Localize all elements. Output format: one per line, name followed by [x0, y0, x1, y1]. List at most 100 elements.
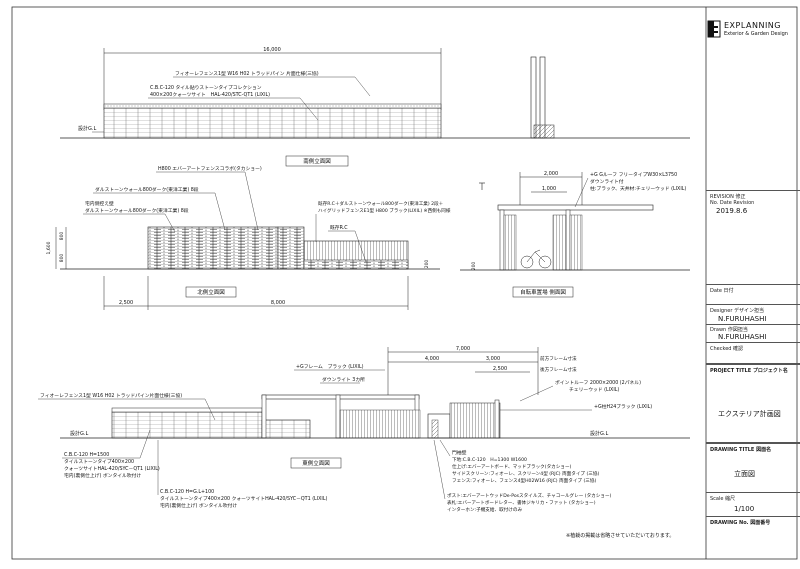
checked-label: Checked 確認 [710, 346, 744, 352]
scale-label: Scale 縮尺 [710, 496, 736, 502]
drawing-number-block: DRAWING No. 図面番号 [706, 516, 800, 559]
east-note-point-2: チェリーウッド (LIXIL) [569, 386, 619, 393]
east-note-cbc1-a: C.B.C-120 H=1500 [64, 452, 109, 458]
designer-block: Designer デザイン担当 N.FURUHASHI [706, 304, 800, 325]
east-mon-3: 仕上げ:エバーアートボード、マッドブラック(タカショー) [452, 463, 572, 470]
east-note-front: 前方フレーム寸法 [540, 355, 577, 362]
east-mon-4: サイドスクリーン:フィオーレ、スクリーン4型 (RJC) 両面タイプ (三協) [452, 470, 599, 477]
checked-block: Checked 確認 [706, 342, 800, 363]
project-label: PROJECT TITLE プロジェクト名 [710, 368, 788, 374]
south-note-cbc-2: 400×200クォーツサイト HAL-420/STC-QT1 (LIXIL) [150, 92, 270, 98]
east-post-2: 表札:エバーアートボードレター、書体ジキリカ・ファット (タカショー) [447, 499, 596, 506]
north-dim-h-total: 1,600 [46, 241, 52, 254]
south-gl: 設計G.L [78, 125, 96, 132]
drawing-title-block: DRAWING TITLE 図面名 立面図 [706, 442, 800, 494]
date-label: Date 日付 [710, 288, 734, 294]
east-gl-right: 設計G.L [590, 430, 608, 437]
bike-wheel-front [520, 255, 534, 269]
east-mon-1: 門袖壁 [452, 449, 467, 456]
north-wall-left [147, 226, 279, 270]
revision-sub-label: No. Date Revision [710, 200, 755, 206]
south-note-cbc-1: C.B.C-120 タイル貼りストーンタイプコレクション [150, 84, 262, 91]
east-wall-left [111, 411, 263, 439]
bike-shed-side-view: 2,000 1,000 200 +G Gルーフ フリータイプW30×L3750 … [460, 171, 690, 298]
north-dim-h-upper: 800 [59, 232, 65, 241]
east-note-cbc2-b: タイルストーンタイプ400×200 クォーツサイトHAL-420/SYC－QT1… [160, 495, 328, 502]
revision-label: REVISION 修正 [710, 194, 746, 200]
east-note-back: 後方フレーム寸法 [540, 366, 577, 373]
east-post-3: インターホン:子機支給、取付けのみ [447, 506, 522, 513]
bike-dim-1: 2,000 [544, 171, 558, 177]
drawing-title-label: DRAWING TITLE 図面名 [710, 447, 772, 453]
bike-note-2: ダウンライト付 [590, 178, 624, 185]
drawn-label: Drawn 作図担当 [710, 327, 748, 333]
bike-dim-2: 1,000 [542, 186, 556, 192]
revision-block: REVISION 修正 No. Date Revision 2019.8.6 [706, 190, 800, 276]
project-block: PROJECT TITLE プロジェクト名 エクステリア計画図 [706, 363, 800, 437]
north-note-3b: ダルストーンウォール800ダーク(東洋工業) 8段 [85, 207, 189, 214]
east-note-fence: フィオーレフェンス1型 W16 H02 トラッドパイン片面仕様(三協) [40, 392, 182, 399]
south-wall [103, 107, 442, 139]
east-elevation: 設計G.L 設計G.L 7,000 4,000 3,000 2,500 前方フレ… [38, 346, 690, 539]
north-note-4b: ハイグリッドフェンスE1型 H800 ブラック(LIXIL) ※西側も同様 [318, 207, 451, 214]
north-dim-right: 8,000 [271, 300, 285, 306]
south-elevation: 16,000 設計G.L フィオーレフェンス1型 W16 H02 トラッドパイン… [60, 47, 690, 167]
east-screen [449, 402, 501, 439]
east-note-downlight: ダウンライト 3カ所 [322, 376, 365, 383]
date-block: Date 日付 [706, 284, 800, 305]
north-note-3a: 宅内側控え壁 [85, 200, 114, 207]
scale-value: 1/100 [734, 505, 755, 513]
project-title: エクステリア計画図 [718, 410, 781, 418]
north-title: 北側立面図 [197, 288, 225, 296]
drawn-block: Drawn 作図担当 N.FURUHASHI [706, 324, 800, 343]
drawn-name: N.FURUHASHI [718, 333, 767, 341]
north-elevation: 2,500 8,000 1,600 800 800 200 H800 エバーアー… [46, 165, 451, 310]
brand-logo [707, 20, 721, 38]
east-gl: 設計G.L [70, 430, 88, 437]
south-note-fence: フィオーレフェンス1型 W16 H02 トラッドパイン 片面仕様(三協) [175, 70, 319, 77]
east-frame-beam [261, 394, 420, 400]
south-dim-total: 16,000 [263, 47, 281, 53]
east-note-cbc1-b: タイルストーンタイプ400×200 [64, 458, 134, 465]
drawing-number-label: DRAWING No. 図面番号 [710, 520, 771, 526]
footnote: ※植栽の掲載は省略させていただいております。 [566, 532, 674, 539]
north-note-1: H800 エバーアートフェンスコラボ(タカショー) [158, 165, 262, 172]
east-dim-total: 7,000 [456, 346, 470, 352]
scale-block: Scale 縮尺 1/100 [706, 492, 800, 517]
east-note-cbc2-a: C.B.C-120 H=G.L+100 [160, 489, 214, 495]
north-note-4a: 既存R.C＋ダルストーンウォール800ダーク(東洋工業) 2段＋ [318, 200, 443, 207]
bike-wheel-rear [538, 255, 552, 269]
north-dim-base: 200 [424, 260, 430, 269]
east-title: 東側立面図 [302, 459, 330, 467]
east-dim-c: 2,500 [493, 366, 507, 372]
east-note-gpost: +G柱H24ブラック (LIXIL) [594, 403, 652, 410]
south-title: 南側立面図 [303, 157, 331, 165]
east-note-cbc1-d: 宅内(裏側仕上げ) ボンタイル吹付け [64, 472, 141, 479]
east-note-cbc1-c: クォーツサイトHAL-420/SYC－QT1 (LIXIL) [64, 466, 160, 472]
bike-post-right [565, 209, 571, 271]
north-dim-h-lower: 800 [59, 254, 65, 263]
bike-roof [497, 204, 654, 211]
bike-note-3: 柱:ブラック、天井材:チェリーウッド (LIXIL) [590, 185, 686, 192]
designer-label: Designer デザイン担当 [710, 308, 764, 314]
east-note-cbc2-c: 宅内(裏側仕上げ) ボンタイル吹付け [160, 502, 237, 509]
sheet-border [11, 6, 798, 560]
east-note-point-1: ポイントルーフ 2000×2000 (2パネル) [555, 379, 641, 386]
revision-date: 2019.8.6 [716, 207, 748, 215]
bike-title: 自転車置場 側面図 [520, 288, 566, 296]
east-dim-a: 4,000 [425, 356, 439, 362]
east-mon-5: フェンス:フィオーレ、フェンス4型H02W16 (RJC) 両面タイプ (三協) [452, 477, 596, 484]
bike-dim-h: 200 [471, 262, 477, 271]
east-dim-b: 3,000 [486, 356, 500, 362]
east-mon-2: 下地:C.B.C-120 H=1300 W1600 [452, 456, 527, 463]
north-dim-left: 2,500 [119, 300, 133, 306]
brand-tagline: Exterior & Garden Design [724, 31, 788, 37]
east-gate-post [427, 413, 451, 439]
north-note-5: 既存R.C [330, 224, 348, 231]
north-wall-mid [277, 226, 305, 270]
east-post-1: ポスト:エバーアートウッドDe-Posスタイルズ、チャコールグレー (タカショー… [447, 492, 612, 499]
east-note-gframe: +Gフレーム ブラック (LIXIL) [296, 363, 364, 370]
north-note-2: ダルストーンウォール800ダーク(東洋工業) 8段 [95, 186, 199, 193]
